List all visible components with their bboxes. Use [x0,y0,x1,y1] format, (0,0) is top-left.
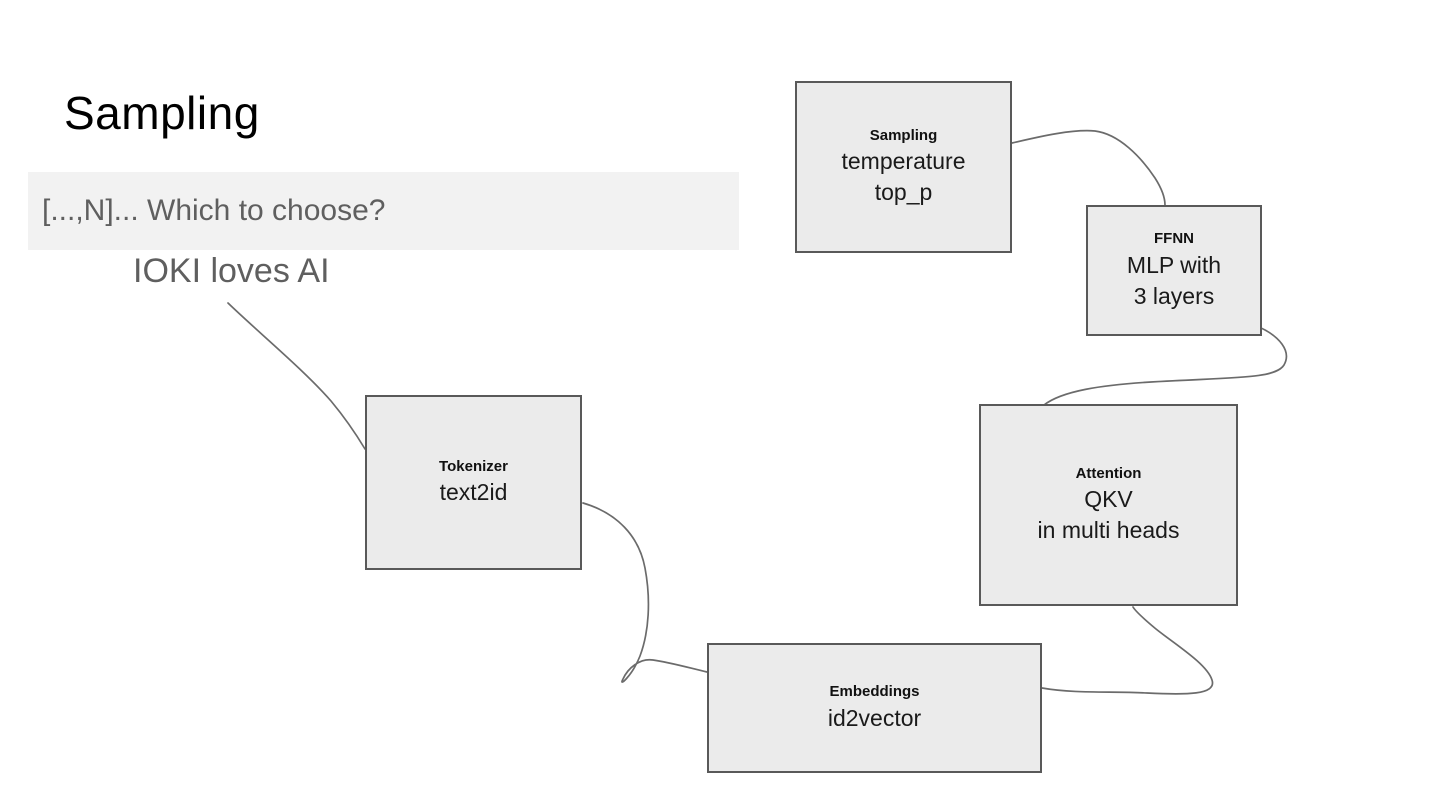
slide-title: Sampling [64,87,260,139]
node-ffnn-caption: FFNN [1154,230,1194,248]
example-sentence-text: IOKI loves AI [133,252,330,290]
node-embeddings: Embeddings id2vector [707,643,1042,773]
node-embeddings-caption: Embeddings [829,683,920,701]
node-tokenizer-line: text2id [439,479,508,506]
connector-tokenizer-to-embeddings [582,502,708,683]
connector-sampling-to-ffnn [1011,129,1166,206]
node-sampling-line: top_p [874,179,933,206]
node-ffnn-line: 3 layers [1133,282,1215,309]
node-tokenizer-caption: Tokenizer [439,457,508,475]
node-sampling-line: temperature [841,148,966,175]
node-sampling: Sampling temperature top_p [795,81,1012,253]
prompt-highlight-bar: [...,N]... Which to choose? [28,172,739,250]
connector-ffnn-to-attention [1043,326,1288,406]
node-ffnn-line: MLP with [1126,251,1222,278]
node-attention-line: QKV [1084,486,1133,513]
prompt-text: [...,N]... Which to choose? [42,194,386,227]
node-attention-line: in multi heads [1037,517,1180,544]
connector-embeddings-to-attention [1041,606,1214,695]
node-attention: Attention QKV in multi heads [979,404,1238,606]
node-embeddings-line: id2vector [827,704,922,731]
node-sampling-caption: Sampling [869,126,938,144]
node-ffnn: FFNN MLP with 3 layers [1086,205,1262,336]
connector-example-to-tokenizer [227,302,366,450]
node-attention-caption: Attention [1075,464,1142,482]
node-tokenizer: Tokenizer text2id [365,395,582,570]
